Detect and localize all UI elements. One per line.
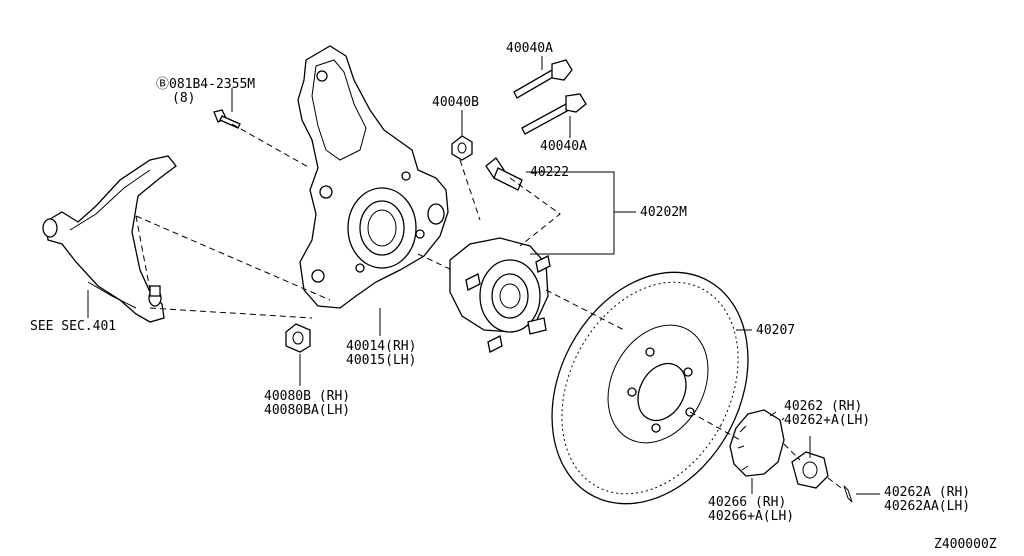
label-bolt-qty: (8)	[172, 91, 195, 106]
leader-lines	[87, 56, 880, 495]
label-40014: 40014(RH)	[346, 339, 416, 354]
label-40266-plus-a: 40266+A(LH)	[708, 509, 794, 524]
label-40262aa: 40262AA(LH)	[884, 499, 970, 514]
label-40262-plus-a: 40262+A(LH)	[784, 413, 870, 428]
brake-disc-rotor	[551, 271, 749, 505]
label-40262a: 40262A (RH)	[884, 485, 970, 500]
diagram-code: Z400000Z	[934, 537, 997, 552]
label-40222: 40222	[530, 165, 569, 180]
label-40040a-top: 40040A	[506, 41, 553, 56]
bolt-081b4-2355m	[213, 109, 241, 129]
label-40202m: 40202M	[640, 205, 687, 220]
label-40040a-bottom: 40040A	[540, 139, 587, 154]
bolt-40040a-upper	[513, 59, 573, 99]
hub-nut-40262	[791, 451, 829, 489]
label-40080b: 40080B (RH)	[264, 389, 350, 404]
label-see-sec-401: SEE SEC.401	[30, 319, 116, 334]
part-labels: Ⓑ081B4-2355M (8) 40040A 40040B 40040A 40…	[30, 41, 997, 552]
label-40080ba: 40080BA(LH)	[264, 403, 350, 418]
hub-bolt-40222	[485, 157, 523, 191]
lock-plate-40266	[729, 409, 785, 477]
wheel-hub-bearing	[449, 237, 551, 353]
label-40015: 40015(LH)	[346, 353, 416, 368]
label-40266: 40266 (RH)	[708, 495, 786, 510]
label-40040b: 40040B	[432, 95, 479, 110]
label-bolt-ref: Ⓑ081B4-2355M	[156, 77, 255, 92]
label-40207: 40207	[756, 323, 795, 338]
assembly-guide-lines	[135, 123, 845, 491]
nut-40040b	[451, 135, 473, 161]
bolt-40040a-lower	[521, 93, 587, 135]
lower-control-arm	[42, 155, 177, 323]
cotter-pin-40262a	[843, 485, 853, 503]
steering-knuckle	[297, 45, 449, 309]
label-40262: 40262 (RH)	[784, 399, 862, 414]
nut-40080b	[285, 323, 311, 353]
